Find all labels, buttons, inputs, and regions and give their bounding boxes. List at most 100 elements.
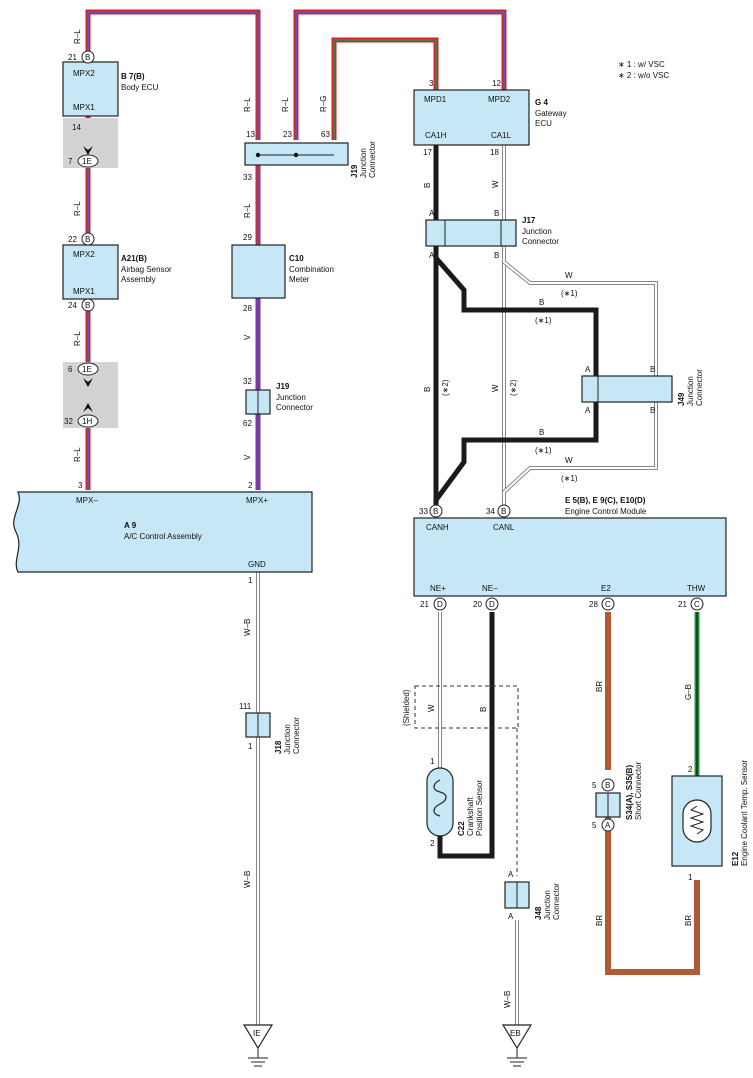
wl-gb: G–B xyxy=(684,684,693,700)
j49-b-top: B xyxy=(650,365,655,374)
j19-top-label: J19 Junction Connector xyxy=(350,141,377,178)
j17-name-2: Connector xyxy=(522,237,559,246)
gateway-ecu-box xyxy=(413,89,530,146)
pin-1b: 1 xyxy=(248,742,253,751)
connector-arrow-2 xyxy=(83,378,93,387)
g4-name-2: ECU xyxy=(535,119,552,128)
pin-1c: 1 xyxy=(430,757,435,766)
pin-3g: 3 xyxy=(429,79,434,88)
j19-mid-name-1: Junction xyxy=(276,393,306,402)
svg-text:Connector: Connector xyxy=(552,883,561,920)
wl-br-1: BR xyxy=(595,681,604,692)
ecm-pin-nen: NE– xyxy=(482,584,498,593)
j49-box xyxy=(581,375,673,403)
wl-b-canh-1: B xyxy=(423,183,432,188)
j17-name-1: Junction xyxy=(522,227,552,236)
pin-2c: 2 xyxy=(430,839,435,848)
ground-eb: EB xyxy=(501,1024,533,1067)
svg-text:Crankshaft: Crankshaft xyxy=(466,797,475,836)
pin-22: 22 xyxy=(68,235,77,244)
j19-mid-name-2: Connector xyxy=(276,403,313,412)
pin-23: 23 xyxy=(283,130,292,139)
svg-text:C: C xyxy=(694,600,700,609)
pin-7: 7 xyxy=(68,157,73,166)
pin-111: 111 xyxy=(239,702,252,711)
note-no-vsc: ∗ 2 : w/o VSC xyxy=(618,71,669,80)
a21-name-2: Assembly xyxy=(121,275,156,284)
svg-text:B: B xyxy=(433,507,438,516)
svg-text:EB: EB xyxy=(510,1029,521,1038)
wire-rg-j19-g4 xyxy=(331,37,439,140)
wl-br-3: BR xyxy=(684,915,693,926)
svg-text:B: B xyxy=(85,235,90,244)
pin-6: 6 xyxy=(68,365,73,374)
note-vsc: ∗ 1 : w/ VSC xyxy=(618,60,665,69)
ecm-pin-canl: CANL xyxy=(493,523,515,532)
svg-text:1H: 1H xyxy=(82,417,92,426)
wire-w-j49 xyxy=(502,260,658,494)
j19-mid-id: J19 xyxy=(276,382,290,391)
wl-rl-2: R–L xyxy=(73,201,82,216)
ac-control-box xyxy=(13,491,313,573)
svg-text:Connector: Connector xyxy=(292,717,301,754)
pin-33e: 33 xyxy=(419,507,428,516)
g4-id: G 4 xyxy=(535,98,548,107)
conn-ecm-21d: D xyxy=(433,597,447,611)
j19-top-node-2 xyxy=(293,152,299,158)
svg-text:S34(A), S35(B): S34(A), S35(B) xyxy=(625,765,634,820)
svg-text:B: B xyxy=(85,301,90,310)
wl-wb-3: W–B xyxy=(503,991,512,1008)
wl-b-nen: B xyxy=(479,707,488,712)
wl-v-2: V xyxy=(243,454,252,460)
b7-pin-mpx2: MPX2 xyxy=(73,69,95,78)
wire-br-loop xyxy=(605,808,700,975)
a9-id: A 9 xyxy=(124,521,137,530)
j18-label: J18 Junction Connector xyxy=(274,717,301,754)
svg-text:Connector: Connector xyxy=(695,369,704,406)
a21-name-1: Airbag Sensor xyxy=(121,265,172,274)
ground-ie: IE xyxy=(242,1024,274,1067)
thermistor-zigzag-icon xyxy=(689,805,705,835)
b7-pin-mpx1: MPX1 xyxy=(73,103,95,112)
wl-b-j49-1: B xyxy=(539,298,544,307)
shield-outline xyxy=(414,685,519,729)
svg-text:Junction: Junction xyxy=(359,148,368,178)
j17-b-bottom: B xyxy=(494,251,499,260)
j48-a-bottom: A xyxy=(508,912,514,921)
wire-rl-b7-j19 xyxy=(85,9,261,140)
pin-28: 28 xyxy=(243,304,252,313)
svg-text:C: C xyxy=(605,600,611,609)
pin-32: 32 xyxy=(64,417,73,426)
j48-label: J48 Junction Connector xyxy=(534,883,561,920)
wl-n1-3: (∗1) xyxy=(535,446,552,455)
a9-pin-mpx-minus: MPX– xyxy=(76,496,98,505)
wire-b-j49-lower xyxy=(433,402,599,502)
wire-rl-j19-g4 xyxy=(293,9,507,140)
wl-n1-4: (∗1) xyxy=(561,474,578,483)
ecm-pin-thw: THW xyxy=(687,584,706,593)
pin-2e: 2 xyxy=(688,765,693,774)
pin-21: 21 xyxy=(68,53,77,62)
j48-a-top: A xyxy=(508,870,514,879)
j17-a-top: A xyxy=(429,209,435,218)
conn-1h-32: 1H xyxy=(77,414,99,428)
pin-12: 12 xyxy=(492,79,501,88)
svg-text:J49: J49 xyxy=(677,392,686,406)
conn-ecm-21c: C xyxy=(690,597,704,611)
ecm-pin-canh: CANH xyxy=(426,523,449,532)
svg-text:E12: E12 xyxy=(731,851,740,866)
wl-w-canl-2: W xyxy=(491,384,500,392)
wl-w-j49-2: W xyxy=(565,456,573,465)
j49-label: J49 Junction Connector xyxy=(677,369,704,406)
pin-32b: 32 xyxy=(243,377,252,386)
svg-text:Junction: Junction xyxy=(543,890,552,920)
connector-arrow-1 xyxy=(83,146,93,155)
e12-label: E12 Engine Coolant Temp. Sensor xyxy=(731,760,749,866)
pin-63: 63 xyxy=(321,130,330,139)
wl-rl-4: R–L xyxy=(73,447,82,462)
pin-21e: 21 xyxy=(420,600,429,609)
thermistor-icon xyxy=(682,799,712,843)
conn-1e-7: 1E xyxy=(77,154,99,168)
wl-w-canl-1: W xyxy=(491,180,500,188)
